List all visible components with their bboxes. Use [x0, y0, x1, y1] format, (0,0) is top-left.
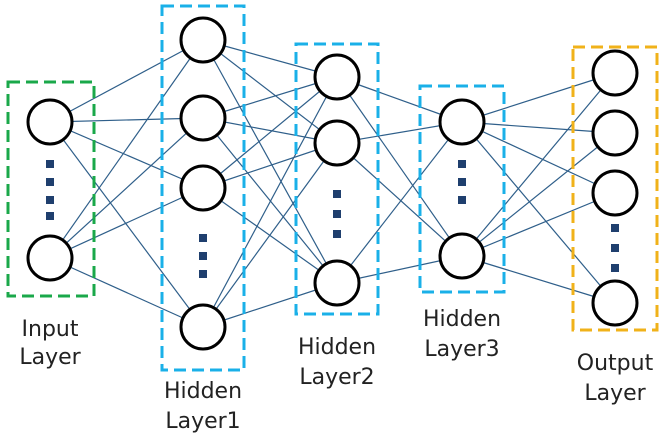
input-ellipsis-dot-2 [46, 196, 54, 204]
hidden2-ellipsis-dot-0 [333, 190, 341, 198]
edge-hidden2-0-to-hidden3-1 [336, 76, 463, 257]
edge-hidden1-2-to-hidden2-1 [202, 142, 338, 189]
input-neuron-0 [26, 98, 74, 146]
input-ellipsis-dot-0 [46, 160, 54, 168]
output-layer-caption-line1: Output [577, 351, 654, 376]
hidden1-neuron-3 [179, 303, 227, 351]
edge-input-1-to-hidden1-1 [49, 117, 204, 259]
hidden2-neuron-1 [313, 119, 361, 167]
hidden3-layer-box [418, 84, 506, 294]
edge-input-0-to-hidden1-0 [49, 39, 204, 123]
edge-hidden1-2-to-hidden2-0 [202, 76, 338, 189]
edge-input-1-to-hidden1-0 [49, 39, 204, 259]
hidden1-ellipsis-dot-0 [199, 234, 207, 242]
edge-hidden3-0-to-output-1 [461, 121, 616, 134]
input-layer-caption-line1: Input [22, 317, 79, 342]
edge-input-0-to-hidden1-1 [49, 117, 204, 123]
edge-hidden3-0-to-output-3 [461, 121, 616, 304]
hidden-layer3-caption-line2: Layer3 [424, 337, 499, 362]
output-ellipsis-dot-1 [611, 244, 619, 252]
edge-hidden3-1-to-output-1 [461, 132, 616, 257]
output-ellipsis-dot-0 [611, 224, 619, 232]
hidden-layer2-caption-line1: Hidden [298, 335, 376, 360]
ellipses [46, 160, 619, 278]
edge-input-0-to-hidden1-2 [49, 121, 204, 189]
hidden1-neuron-2 [179, 164, 227, 212]
edge-hidden3-1-to-output-0 [461, 72, 616, 257]
hidden-layer1-caption-line1: Hidden [164, 379, 242, 404]
hidden-layer3-caption-line1: Hidden [423, 307, 501, 332]
hidden3-ellipsis-dot-0 [458, 160, 466, 168]
hidden-layer1-caption-line2: Layer1 [165, 409, 240, 434]
hidden-layer2-caption-line2: Layer2 [299, 365, 374, 390]
edge-input-1-to-hidden1-2 [49, 187, 204, 259]
output-neuron-1 [591, 109, 639, 157]
input-layer-caption-line2: Layer [19, 345, 81, 370]
hidden2-neuron-0 [313, 53, 361, 101]
neurons [26, 16, 639, 351]
edge-hidden2-1-to-hidden3-1 [336, 142, 463, 257]
hidden3-ellipsis-dot-1 [458, 178, 466, 186]
layer-boxes [6, 4, 659, 372]
edge-hidden1-3-to-hidden2-0 [202, 76, 338, 328]
hidden3-neuron-1 [438, 232, 486, 280]
edge-hidden1-0-to-hidden2-1 [202, 39, 338, 144]
hidden2-layer-box [294, 42, 380, 316]
edge-hidden3-1-to-output-3 [461, 255, 616, 304]
output-layer-box [571, 45, 659, 332]
output-ellipsis-dot-2 [611, 264, 619, 272]
hidden1-layer-box [160, 4, 246, 372]
input-layer-box [6, 80, 96, 298]
output-neuron-3 [591, 279, 639, 327]
edge-hidden3-0-to-output-0 [461, 72, 616, 123]
edge-hidden1-1-to-hidden2-2 [202, 117, 338, 284]
output-layer-caption-line2: Layer [584, 381, 646, 406]
hidden3-ellipsis-dot-2 [458, 196, 466, 204]
hidden1-ellipsis-dot-2 [199, 270, 207, 278]
hidden2-ellipsis-dot-1 [333, 210, 341, 218]
output-neuron-2 [591, 169, 639, 217]
input-neuron-1 [26, 234, 74, 282]
edge-hidden1-0-to-hidden2-2 [202, 39, 338, 284]
hidden1-ellipsis-dot-1 [199, 252, 207, 260]
edge-hidden1-3-to-hidden2-1 [202, 142, 338, 328]
edge-input-1-to-hidden1-3 [49, 257, 204, 328]
output-neuron-0 [591, 49, 639, 97]
hidden2-ellipsis-dot-2 [333, 230, 341, 238]
hidden2-neuron-2 [313, 259, 361, 307]
edge-hidden2-2-to-hidden3-0 [336, 121, 463, 284]
edge-input-0-to-hidden1-3 [49, 121, 204, 328]
hidden1-neuron-1 [179, 94, 227, 142]
hidden3-neuron-0 [438, 98, 486, 146]
edge-hidden3-0-to-output-2 [461, 121, 616, 194]
input-ellipsis-dot-3 [46, 212, 54, 220]
hidden1-neuron-0 [179, 16, 227, 64]
edge-hidden3-1-to-output-2 [461, 192, 616, 257]
input-ellipsis-dot-1 [46, 178, 54, 186]
edge-hidden1-3-to-hidden2-2 [202, 282, 338, 328]
